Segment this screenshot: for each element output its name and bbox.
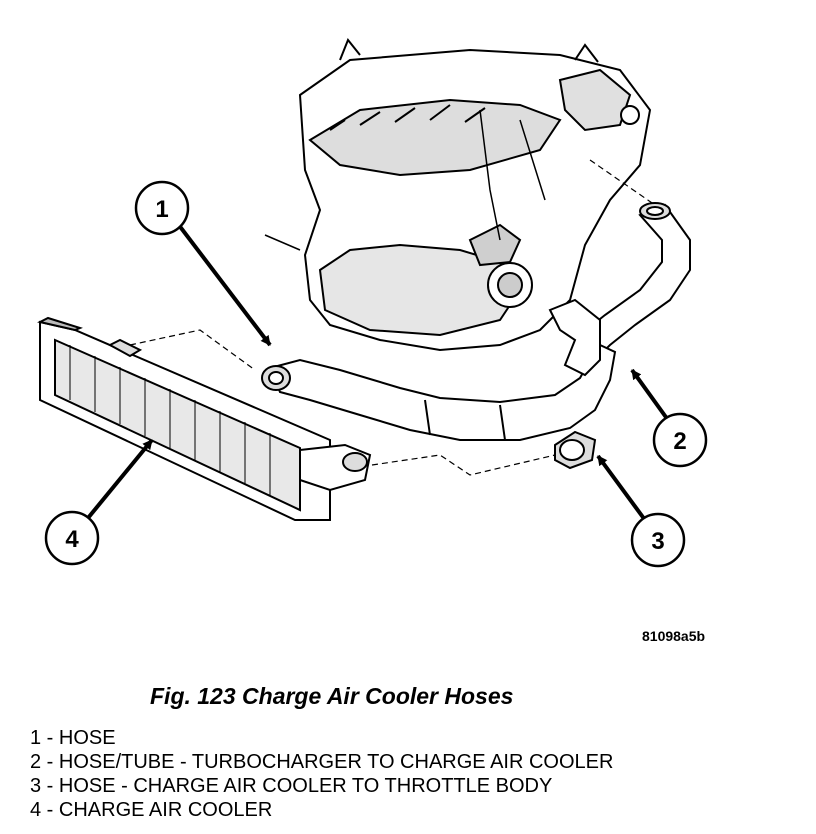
figure-caption: Fig. 123 Charge Air Cooler Hoses (150, 683, 514, 709)
callout-4: 4 (44, 438, 154, 566)
diagram-illustration: 1 2 3 4 (37, 38, 708, 568)
callout-3-number: 3 (651, 528, 664, 555)
hose-1 (261, 343, 617, 441)
callout-2-number: 2 (673, 428, 686, 455)
legend-item: 3 - HOSE - CHARGE AIR COOLER TO THROTTLE… (30, 775, 553, 797)
callout-1: 1 (134, 180, 272, 347)
engine-illustration (264, 38, 652, 352)
dashed-connector-lines (129, 159, 656, 476)
legend-item: 4 - CHARGE AIR COOLER (30, 799, 273, 821)
charge-air-cooler (37, 316, 372, 521)
legend-item: 1 - HOSE (30, 727, 116, 749)
callout-3: 3 (596, 454, 686, 568)
figure-code: 81098a5b (642, 628, 706, 644)
hose-cooler-to-throttle-body (548, 298, 601, 470)
callout-2: 2 (630, 368, 708, 468)
callout-4-number: 4 (65, 526, 79, 553)
callout-1-number: 1 (155, 196, 168, 223)
legend-list: 1 - HOSE 2 - HOSE/TUBE - TURBOCHARGER TO… (30, 726, 613, 822)
legend-item: 2 - HOSE/TUBE - TURBOCHARGER TO CHARGE A… (30, 751, 614, 773)
